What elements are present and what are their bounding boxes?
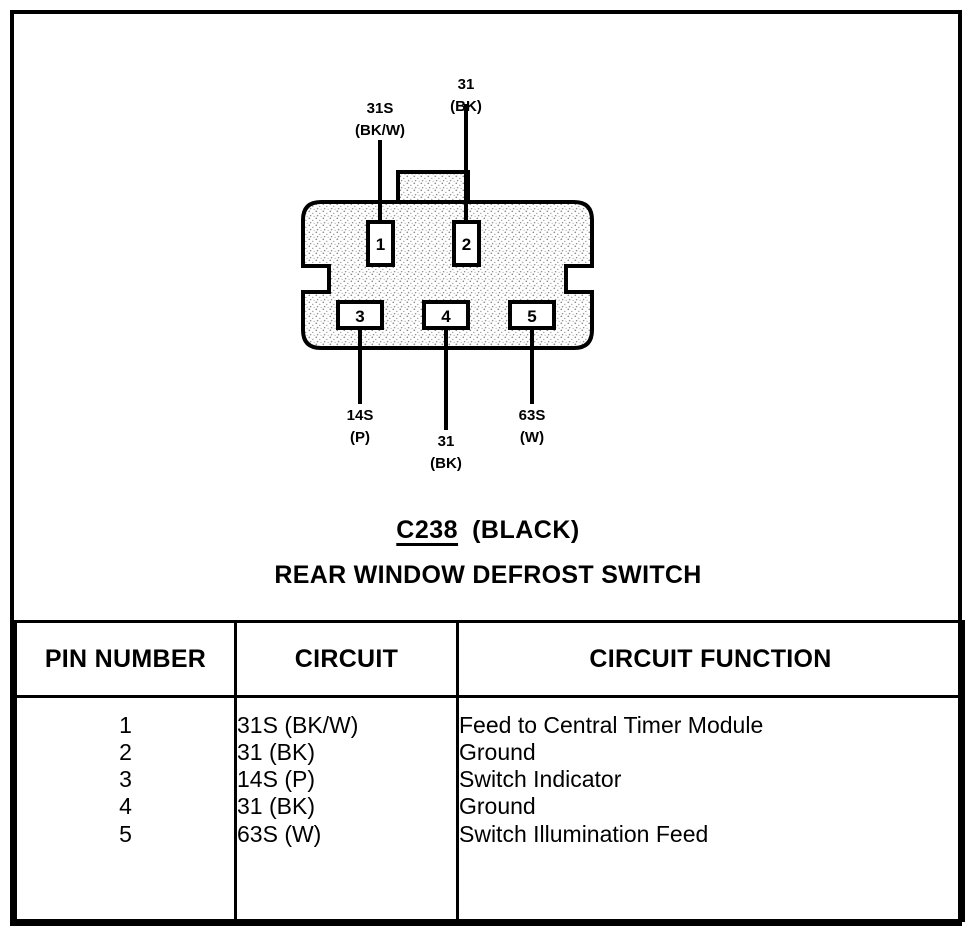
- wire-label-5-circuit: 63S: [518, 407, 546, 424]
- table-row-function: Switch Illumination Feed: [459, 820, 709, 847]
- wire-label-3: 14S (P): [310, 405, 410, 449]
- table-row-pin: 1: [119, 712, 132, 738]
- wire-label-1-code: (BK/W): [355, 121, 405, 139]
- connector-code: C238: [396, 516, 459, 544]
- pin-cavity-1: [366, 220, 395, 267]
- table-row-circuit: 63S (W): [237, 820, 322, 847]
- connector-color: (BLACK): [472, 516, 580, 544]
- wire-label-4: 31 (BK): [396, 431, 496, 475]
- wire-label-2-code: (BK): [450, 97, 482, 115]
- wire-label-5-code: (W): [519, 428, 545, 446]
- table-row-circuit: 14S (P): [237, 766, 315, 793]
- table-row-circuit: 31 (BK): [237, 793, 315, 820]
- table-row-pin: 5: [119, 820, 132, 847]
- title-block: C238 (BLACK) REAR WINDOW DEFROST SWITCH: [14, 516, 962, 590]
- wire-label-1-circuit: 31S: [366, 100, 394, 117]
- wire-label-2-circuit: 31: [457, 76, 475, 93]
- pin-cavity-4: [422, 300, 470, 330]
- connector-diagram: 1 2 3 4 5 31S (BK/W) 31 (BK) 14S (P) 31 …: [301, 74, 594, 475]
- table-row-function: Ground: [459, 739, 536, 766]
- table-row-circuit: 31S (BK/W): [237, 712, 359, 738]
- table-row-pin: 2: [119, 739, 132, 766]
- pin-number-1: 1: [376, 235, 385, 254]
- table-row-circuit: 31 (BK): [237, 739, 315, 766]
- pin-cavity-3: [336, 300, 384, 330]
- header-circuit: CIRCUIT: [234, 620, 459, 698]
- table-header-row: PIN NUMBER CIRCUIT CIRCUIT FUNCTION: [14, 620, 965, 698]
- table-row-pin: 4: [119, 793, 132, 820]
- circuit-list: 31S (BK/W)31 (BK)14S (P)31 (BK)63S (W): [237, 698, 456, 848]
- table-row-pin: 3: [119, 766, 132, 793]
- pin-number-2: 2: [462, 235, 471, 254]
- pin-number-4: 4: [441, 307, 451, 326]
- wire-label-5: 63S (W): [482, 405, 582, 449]
- table-row-function: Switch Indicator: [459, 766, 622, 793]
- pin-number-3: 3: [355, 307, 364, 326]
- page-border: [10, 10, 962, 926]
- pin-cavity-5: [508, 300, 556, 330]
- header-circuit-function: CIRCUIT FUNCTION: [456, 620, 965, 698]
- wire-label-2: 31 (BK): [416, 74, 516, 118]
- connector-name: REAR WINDOW DEFROST SWITCH: [274, 561, 702, 589]
- header-pin-number: PIN NUMBER: [14, 620, 237, 698]
- wire-label-3-code: (P): [350, 428, 370, 446]
- wire-label-4-code: (BK): [430, 454, 462, 472]
- connector-title: C238 (BLACK): [14, 516, 962, 545]
- table-row-function: Ground: [459, 793, 536, 820]
- cell-circuits: 31S (BK/W)31 (BK)14S (P)31 (BK)63S (W): [234, 695, 459, 922]
- wire-label-1: 31S (BK/W): [330, 98, 430, 142]
- table-row-function: Feed to Central Timer Module: [459, 712, 764, 738]
- wire-label-3-circuit: 14S: [346, 407, 374, 424]
- pin-cavity-2: [452, 220, 481, 267]
- pin-number-5: 5: [527, 307, 536, 326]
- wire-label-4-circuit: 31: [437, 433, 455, 450]
